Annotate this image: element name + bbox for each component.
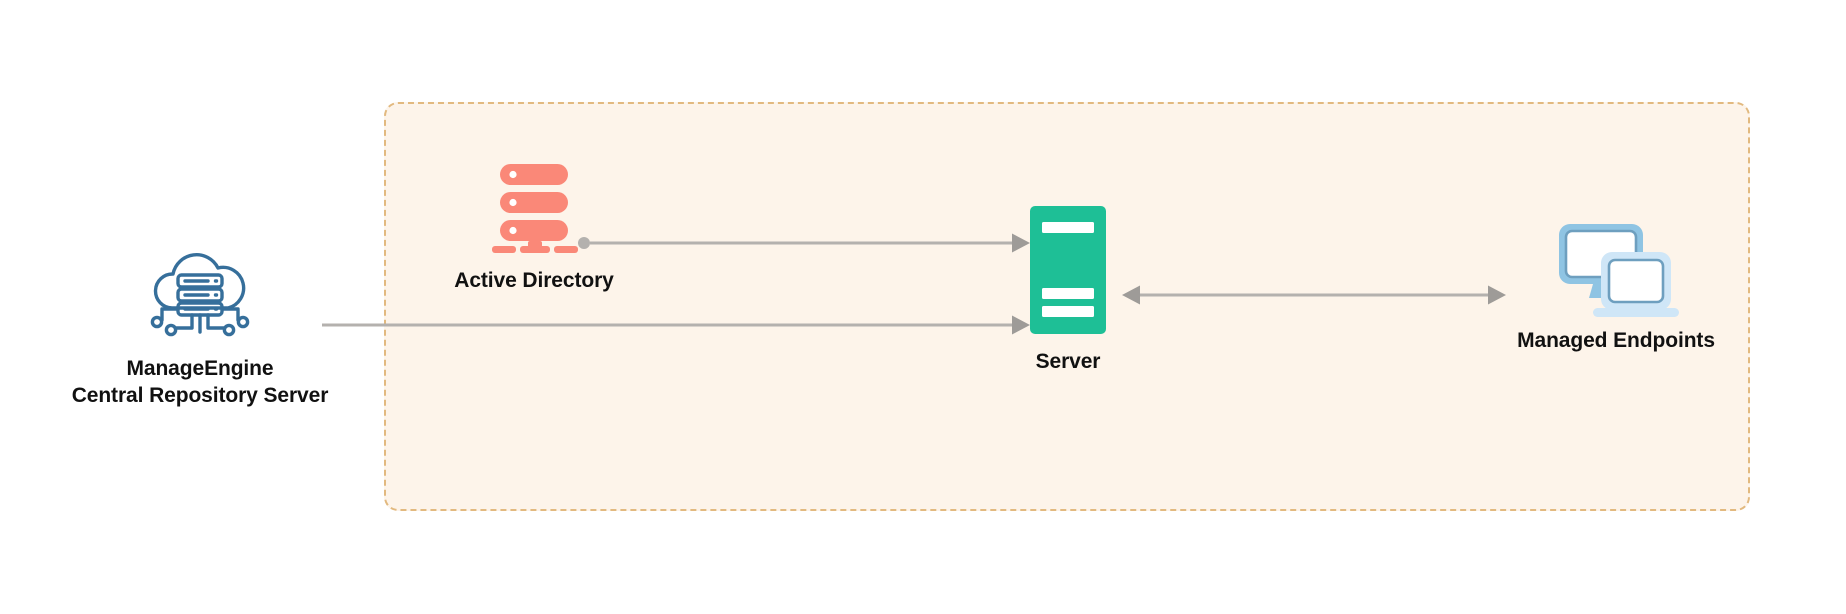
repository-label-line2: Central Repository Server xyxy=(71,383,329,407)
node-label-active-directory: Active Directory xyxy=(454,269,614,292)
node-label-central-repository: ManageEngine Central Repository Server xyxy=(72,356,329,410)
node-label-server: Server xyxy=(1035,350,1101,373)
node-server[interactable]: Server xyxy=(1002,205,1134,376)
node-central-repository[interactable]: ManageEngine Central Repository Server xyxy=(0,242,400,410)
cloud-server-icon xyxy=(140,242,260,342)
repository-label-line1: ManageEngine xyxy=(126,357,274,380)
monitor-laptop-icon xyxy=(1555,222,1679,320)
node-managed-endpoints[interactable]: Managed Endpoints xyxy=(1468,222,1764,355)
node-active-directory[interactable]: Active Directory xyxy=(396,160,672,295)
node-label-managed-endpoints: Managed Endpoints xyxy=(1517,329,1715,352)
server-tower-icon xyxy=(1029,205,1107,335)
directory-rack-icon xyxy=(492,160,578,253)
